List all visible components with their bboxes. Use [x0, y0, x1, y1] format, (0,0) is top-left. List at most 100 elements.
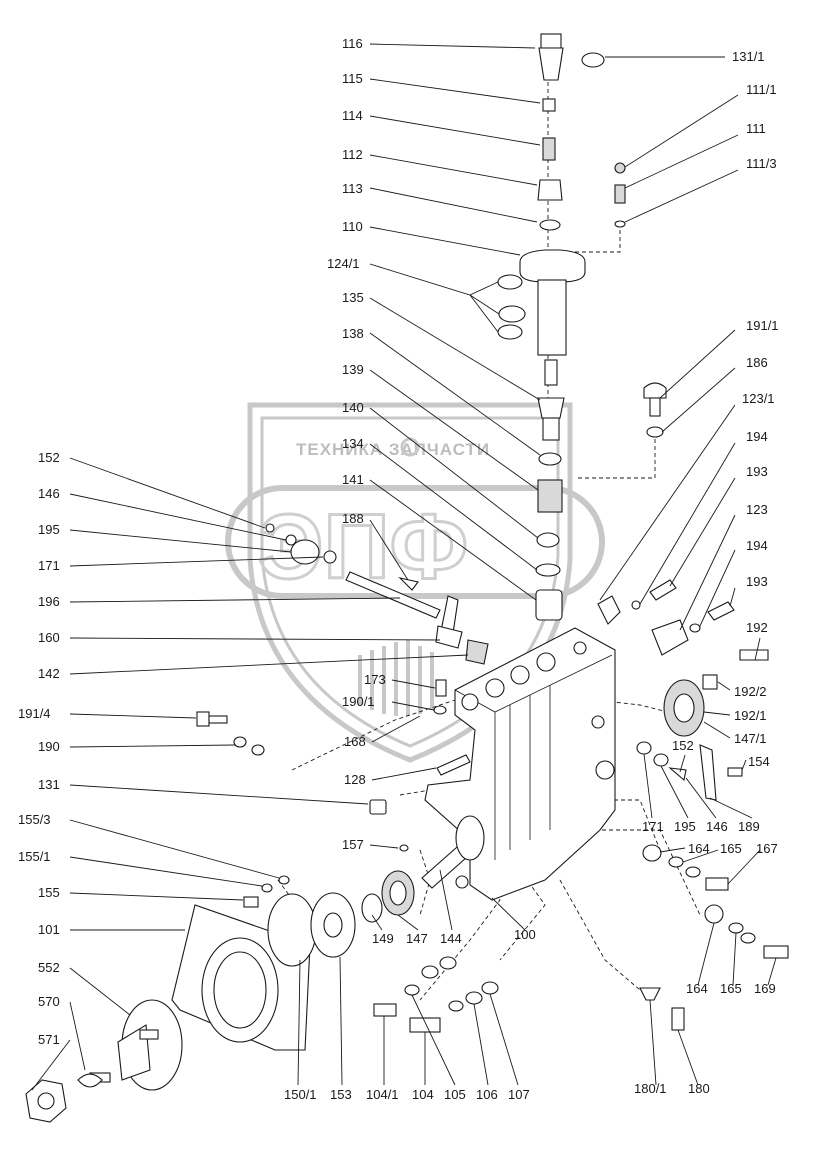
callout-552: 552 [38, 960, 60, 975]
part-135 [537, 397, 565, 419]
part-167 [705, 877, 729, 891]
part-105 [448, 1000, 464, 1012]
callout-114: 114 [342, 108, 363, 123]
callout-196: 196 [38, 594, 60, 609]
callout-171-left: 171 [38, 558, 60, 573]
part-124-1-ring-a [497, 274, 523, 290]
part-111-3 [614, 220, 626, 228]
parts [25, 33, 789, 1123]
part-173 [435, 679, 447, 697]
callout-labels: 116 115 114 112 113 110 124/1 135 138 13… [18, 36, 779, 1102]
part-155-1 [261, 883, 273, 893]
part-155 [243, 896, 259, 908]
callout-171-right: 171 [642, 819, 664, 834]
part-160 [435, 625, 463, 649]
callout-191-1: 191/1 [746, 318, 779, 333]
part-140 [536, 532, 560, 548]
part-191-1-head [643, 382, 667, 399]
part-195 [290, 539, 320, 565]
part-192 [739, 649, 769, 661]
part-191-4-shank [208, 715, 228, 724]
part-165-b [728, 922, 744, 934]
part-104 [409, 1017, 441, 1033]
callout-106: 106 [476, 1087, 498, 1102]
part-180 [671, 1007, 685, 1031]
part-193-b [707, 601, 735, 621]
callout-139: 139 [342, 362, 364, 377]
callout-180-1: 180/1 [634, 1081, 667, 1096]
part-190-b [251, 744, 265, 756]
part-191-4-head [196, 711, 210, 727]
callout-570: 570 [38, 994, 60, 1009]
callout-155: 155 [38, 885, 60, 900]
callout-128: 128 [344, 772, 366, 787]
callout-194-b: 194 [746, 538, 768, 553]
part-123 [651, 619, 689, 656]
callout-111-3: 111/3 [746, 156, 777, 171]
part-104-1 [373, 1003, 397, 1017]
part-152-clip [265, 523, 275, 533]
callout-189: 189 [738, 819, 760, 834]
part-164-a [642, 844, 662, 862]
part-plunger-tappet [535, 589, 563, 621]
callout-104-1: 104/1 [366, 1087, 399, 1102]
part-112 [537, 179, 563, 201]
part-195-b [653, 753, 669, 767]
part-110-barrel [537, 279, 567, 356]
part-155-3 [278, 875, 290, 885]
callout-195-right: 195 [674, 819, 696, 834]
part-139-spring [537, 479, 563, 513]
callout-146-right: 146 [706, 819, 728, 834]
callout-186: 186 [746, 355, 768, 370]
part-157 [399, 844, 409, 852]
callout-131: 131 [38, 777, 60, 792]
callout-154: 154 [748, 754, 770, 769]
part-106 [465, 991, 483, 1005]
callout-101: 101 [38, 922, 60, 937]
callout-144: 144 [440, 931, 462, 946]
callout-152-left: 152 [38, 450, 60, 465]
part-106-a [421, 965, 439, 979]
part-169 [763, 945, 789, 959]
callout-135: 135 [342, 290, 364, 305]
part-152-b [668, 767, 687, 782]
callout-190: 190 [38, 739, 60, 754]
part-128 [436, 754, 471, 776]
part-188 [398, 577, 419, 591]
callout-113: 113 [342, 181, 363, 196]
part-190-a [233, 736, 247, 748]
callout-142: 142 [38, 666, 60, 681]
callout-160: 160 [38, 630, 60, 645]
callout-192-2: 192/2 [734, 684, 767, 699]
part-191-1-shank [649, 397, 661, 417]
callout-112: 112 [342, 147, 363, 162]
callout-153: 153 [330, 1087, 352, 1102]
part-171-b [636, 741, 652, 755]
part-124-1-ring-c [497, 324, 523, 340]
callout-167: 167 [756, 841, 778, 856]
callout-140: 140 [342, 400, 364, 415]
callout-164-b: 164 [686, 981, 708, 996]
callout-138: 138 [342, 326, 364, 341]
callout-152-right: 152 [672, 738, 694, 753]
part-138 [538, 452, 562, 466]
part-107 [481, 981, 499, 995]
part-186 [646, 426, 664, 438]
part-190-1 [433, 705, 447, 715]
callout-105: 105 [444, 1087, 466, 1102]
callout-111-1: 111/1 [746, 82, 777, 97]
part-135-stem [542, 417, 560, 441]
callout-165-a: 165 [720, 841, 742, 856]
callout-147-1: 147/1 [734, 731, 767, 746]
callout-169: 169 [754, 981, 776, 996]
part-115 [542, 98, 556, 112]
part-570 [77, 1073, 103, 1088]
part-110-flange [519, 249, 586, 283]
part-105-a [404, 984, 420, 996]
watermark-brand-text: ТЕХНИКА ЗАПЧАСТИ [296, 440, 490, 459]
callout-193-a: 193 [746, 464, 768, 479]
part-180-1 [639, 987, 661, 1001]
part-149 [361, 893, 383, 923]
part-193-a [649, 579, 677, 601]
